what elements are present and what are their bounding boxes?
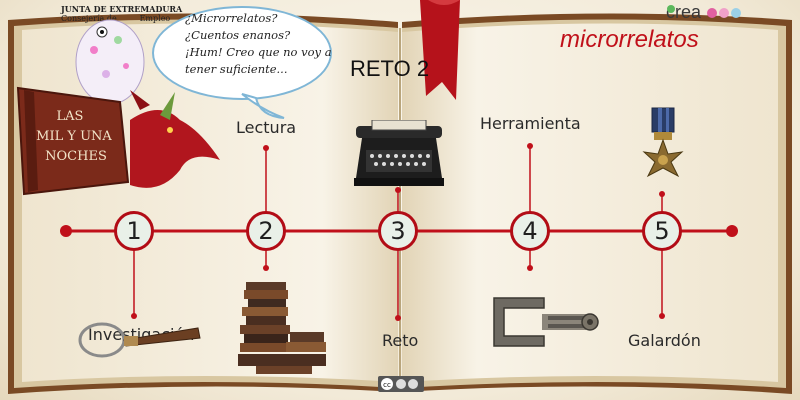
step-label-lectura[interactable]: Lectura	[236, 118, 297, 137]
bubble-line2: ¿Cuentos enanos?	[185, 28, 291, 42]
crea-logo-mark-icon	[667, 5, 675, 13]
license-badge-icon[interactable]: cc	[378, 376, 424, 392]
org-sub-a: Consejería de	[61, 14, 117, 23]
section-title: microrrelatos	[560, 26, 699, 53]
org-sub-b: Empleo	[139, 14, 171, 23]
org-sub-line: Consejería de Empleo	[61, 14, 182, 24]
bookmark-ribbon-icon	[420, 0, 460, 100]
speech-bubble-text: ¿Microrrelatos? ¿Cuentos enanos? ¡Hum! C…	[185, 10, 335, 78]
crea-logo: crea	[666, 2, 701, 23]
step-label-herramienta[interactable]: Herramienta	[480, 114, 581, 133]
speech-bubble-tail-icon	[241, 93, 285, 119]
bubble-line3: ¡Hum! Creo que no voy a	[185, 45, 332, 59]
timeline-node-5[interactable]: 5	[642, 211, 682, 251]
speech-bubble	[152, 6, 332, 100]
org-name: JUNTA DE EXTREMADURA	[61, 4, 183, 14]
book-cover-line1: LAS	[57, 109, 84, 124]
crea-logo-dots-icon	[707, 8, 741, 18]
medal-icon[interactable]	[640, 106, 686, 194]
license-badge-text: cc	[383, 381, 391, 389]
step-label-galardon[interactable]: Galardón	[628, 331, 701, 350]
typewriter-icon[interactable]	[352, 120, 446, 190]
clamp-icon[interactable]	[486, 290, 602, 354]
book-cover-line3: NOCHES	[45, 149, 107, 164]
timeline-node-2[interactable]: 2	[246, 211, 286, 251]
books-icon[interactable]	[236, 276, 328, 376]
bubble-line1: ¿Microrrelatos?	[185, 11, 278, 25]
org-header: JUNTA DE EXTREMADURA Consejería de Emple…	[61, 4, 182, 24]
step-label-reto[interactable]: Reto	[382, 331, 419, 350]
challenge-title: RETO 2	[350, 56, 430, 81]
timeline-node-3[interactable]: 3	[378, 211, 418, 251]
timeline-node-1[interactable]: 1	[114, 211, 154, 251]
timeline-node-4[interactable]: 4	[510, 211, 550, 251]
book-dragon-illustration: LAS MIL Y UNA NOCHES	[16, 19, 220, 196]
crea-logo-text: crea	[666, 2, 702, 22]
book-cover-line2: MIL Y UNA	[36, 129, 112, 144]
magnifying-glass-icon[interactable]	[76, 316, 206, 360]
bubble-line4: tener suficiente...	[185, 62, 288, 76]
